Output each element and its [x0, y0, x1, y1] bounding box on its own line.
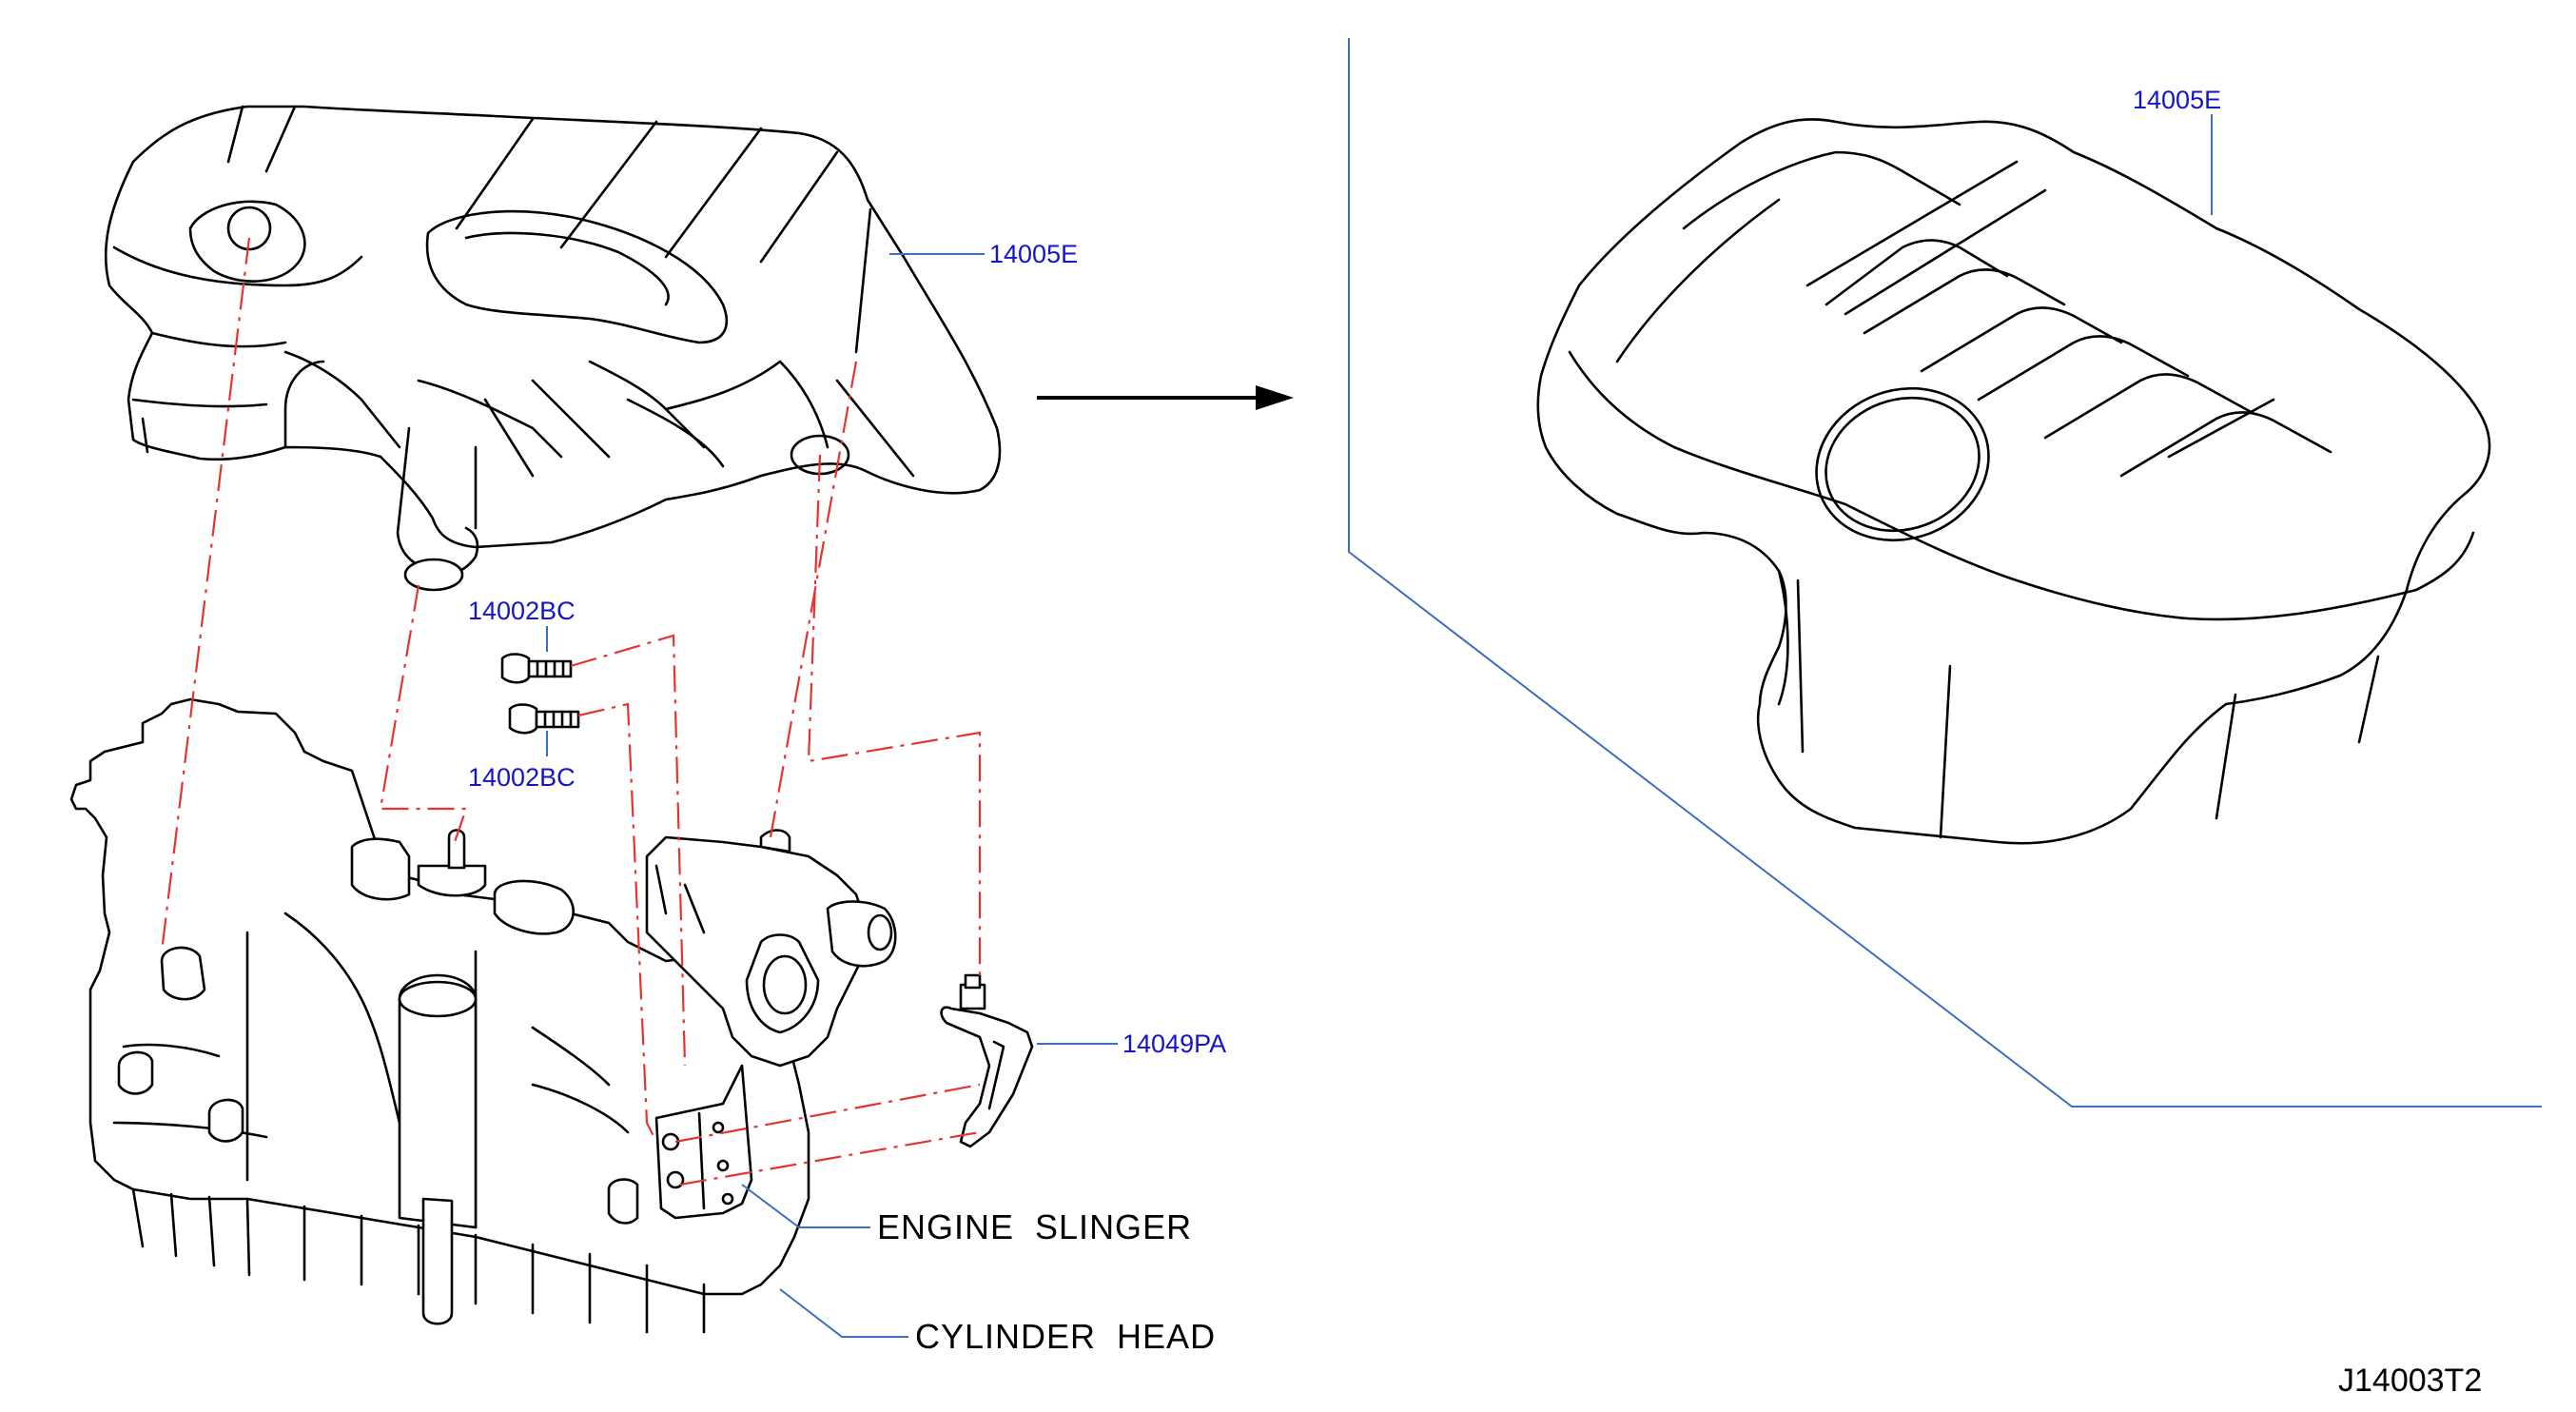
label-bolt-lower: 14002BC	[468, 763, 576, 792]
label-bracket: 14049PA	[1122, 1030, 1226, 1058]
detail-frame	[1348, 38, 2542, 1108]
label-engine-slinger: ENGINE SLINGER	[877, 1207, 1192, 1246]
bolt-lower	[508, 703, 580, 735]
label-engine-cover-left: 14005E	[989, 240, 1078, 268]
assembly-lines	[160, 237, 982, 1186]
direction-arrow	[1037, 385, 1294, 410]
bolt-upper	[500, 653, 573, 684]
cylinder-head-illustration	[69, 697, 1034, 1334]
label-engine-cover-right: 14005E	[2133, 86, 2221, 114]
engine-cover-exploded	[104, 105, 1002, 592]
label-bolt-upper: 14002BC	[468, 597, 576, 625]
leader-lines	[546, 114, 2213, 1338]
engine-cover-detail	[1536, 118, 2491, 845]
label-cylinder-head: CYLINDER HEAD	[915, 1317, 1216, 1356]
diagram-code: J14003T2	[2338, 1363, 2482, 1399]
